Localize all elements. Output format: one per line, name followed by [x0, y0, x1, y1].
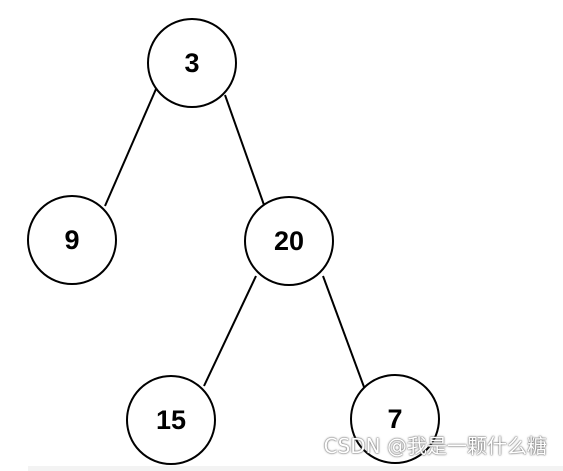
node-circle — [27, 195, 117, 285]
edge-20-7 — [322, 275, 365, 388]
edge-20-15 — [203, 275, 257, 387]
tree-nodes: 3 9 20 15 7 — [27, 18, 440, 465]
footer-strip — [28, 466, 563, 471]
edge-3-20 — [224, 94, 265, 206]
node-circle — [350, 374, 440, 464]
node-circle — [126, 375, 216, 465]
tree-node-7: 7 — [350, 374, 440, 464]
node-label: 20 — [274, 226, 304, 256]
node-label: 3 — [184, 48, 199, 78]
node-circle — [244, 196, 334, 286]
tree-edges — [104, 88, 365, 388]
node-circle — [147, 18, 237, 108]
node-label: 9 — [64, 225, 79, 255]
tree-node-20: 20 — [244, 196, 334, 286]
csdn-watermark: CSDN @我是一颗什么糖 — [323, 434, 547, 458]
edge-3-9 — [104, 88, 157, 207]
tree-node-3: 3 — [147, 18, 237, 108]
node-label: 7 — [387, 404, 402, 434]
tree-node-15: 15 — [126, 375, 216, 465]
tree-node-9: 9 — [27, 195, 117, 285]
node-label: 15 — [156, 405, 186, 435]
